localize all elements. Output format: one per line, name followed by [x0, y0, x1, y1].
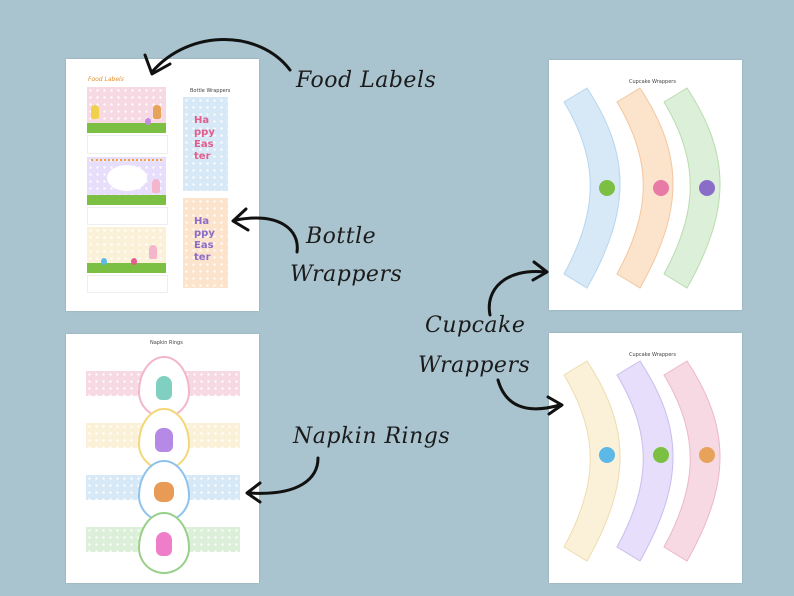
- food-labels-brand: Food Labels: [88, 76, 124, 83]
- bunting: [91, 159, 162, 164]
- napkin-rings-title: Napkin Rings: [150, 340, 183, 346]
- egg-icon: [131, 258, 137, 265]
- napkin-rings-callout: Napkin Rings: [293, 424, 451, 449]
- cupcake-wrapper-pink: [663, 360, 721, 562]
- food-labels-callout: Food Labels: [296, 68, 437, 93]
- cupcake-wrapper-cream: [563, 360, 621, 562]
- egg-icon: [145, 118, 151, 125]
- cupcake-wrappers-callout-line2: Wrappers: [418, 353, 531, 378]
- napkin-rings-sheet: Napkin Rings: [66, 334, 259, 583]
- napkin-ring-egg-4: [138, 512, 190, 574]
- cupcake-wrappers-sheet-2: Cupcake Wrappers: [549, 333, 742, 583]
- cupcake-wrapper-shapes-1: [563, 87, 721, 289]
- label-oval: [107, 165, 147, 191]
- bunny-icon: [149, 245, 157, 259]
- bottle-wrappers-callout-line2: Wrappers: [290, 262, 403, 287]
- egg-basket-icon: [653, 180, 669, 196]
- bunny-icon: [91, 105, 99, 119]
- cupcake-wrapper-blue: [563, 87, 621, 289]
- grass-strip: [87, 123, 166, 133]
- grass-strip: [87, 195, 166, 205]
- food-label-2: [87, 157, 166, 205]
- cupcake-wrapper-shapes-2: [563, 360, 721, 562]
- cupcake-wrappers-title-1: Cupcake Wrappers: [629, 79, 676, 85]
- bunny-icon: [155, 428, 173, 452]
- food-labels-sheet: Food Labels Bottle Wrappers Happy Easter…: [66, 59, 259, 311]
- bottle-wrapper-1: Happy Easter: [183, 97, 228, 191]
- label-blank-area: [87, 207, 168, 225]
- cupcake-top-arrow: [487, 270, 547, 317]
- egg-basket-icon: [699, 447, 715, 463]
- cupcake-wrappers-sheet-1: Cupcake Wrappers: [549, 60, 742, 310]
- cupcake-wrapper-mint: [663, 87, 721, 289]
- bunny-icon: [154, 482, 174, 502]
- bottle-wrapper-1-text: Happy Easter: [194, 115, 215, 162]
- egg-basket-icon: [653, 447, 669, 463]
- egg-basket-icon: [599, 447, 615, 463]
- napkin-rings-arrow: [248, 456, 320, 495]
- bunny-icon: [156, 376, 172, 400]
- egg-basket-icon: [599, 180, 615, 196]
- bottle-wrappers-callout-line1: Bottle: [306, 224, 377, 249]
- food-label-1: [87, 87, 166, 133]
- bottle-wrapper-2-text: Happy Easter: [194, 216, 215, 263]
- cupcake-wrapper-peach: [616, 87, 674, 289]
- label-blank-area: [87, 135, 168, 154]
- bunny-icon: [156, 532, 172, 556]
- cupcake-wrappers-callout-line1: Cupcake: [425, 313, 526, 338]
- food-label-3: [87, 227, 166, 273]
- grass-strip: [87, 263, 166, 273]
- label-blank-area: [87, 275, 168, 293]
- cupcake-top-arrowhead: [531, 260, 549, 282]
- cupcake-wrappers-title-2: Cupcake Wrappers: [629, 352, 676, 358]
- napkin-ring-egg-3: [138, 460, 190, 522]
- egg-icon: [101, 258, 107, 265]
- bottle-wrappers-title: Bottle Wrappers: [190, 88, 231, 94]
- egg-basket-icon: [699, 180, 715, 196]
- cupcake-wrapper-lavender: [616, 360, 674, 562]
- bunny-icon: [153, 105, 161, 119]
- bunny-icon: [152, 179, 160, 193]
- bottle-wrapper-2: Happy Easter: [183, 198, 228, 288]
